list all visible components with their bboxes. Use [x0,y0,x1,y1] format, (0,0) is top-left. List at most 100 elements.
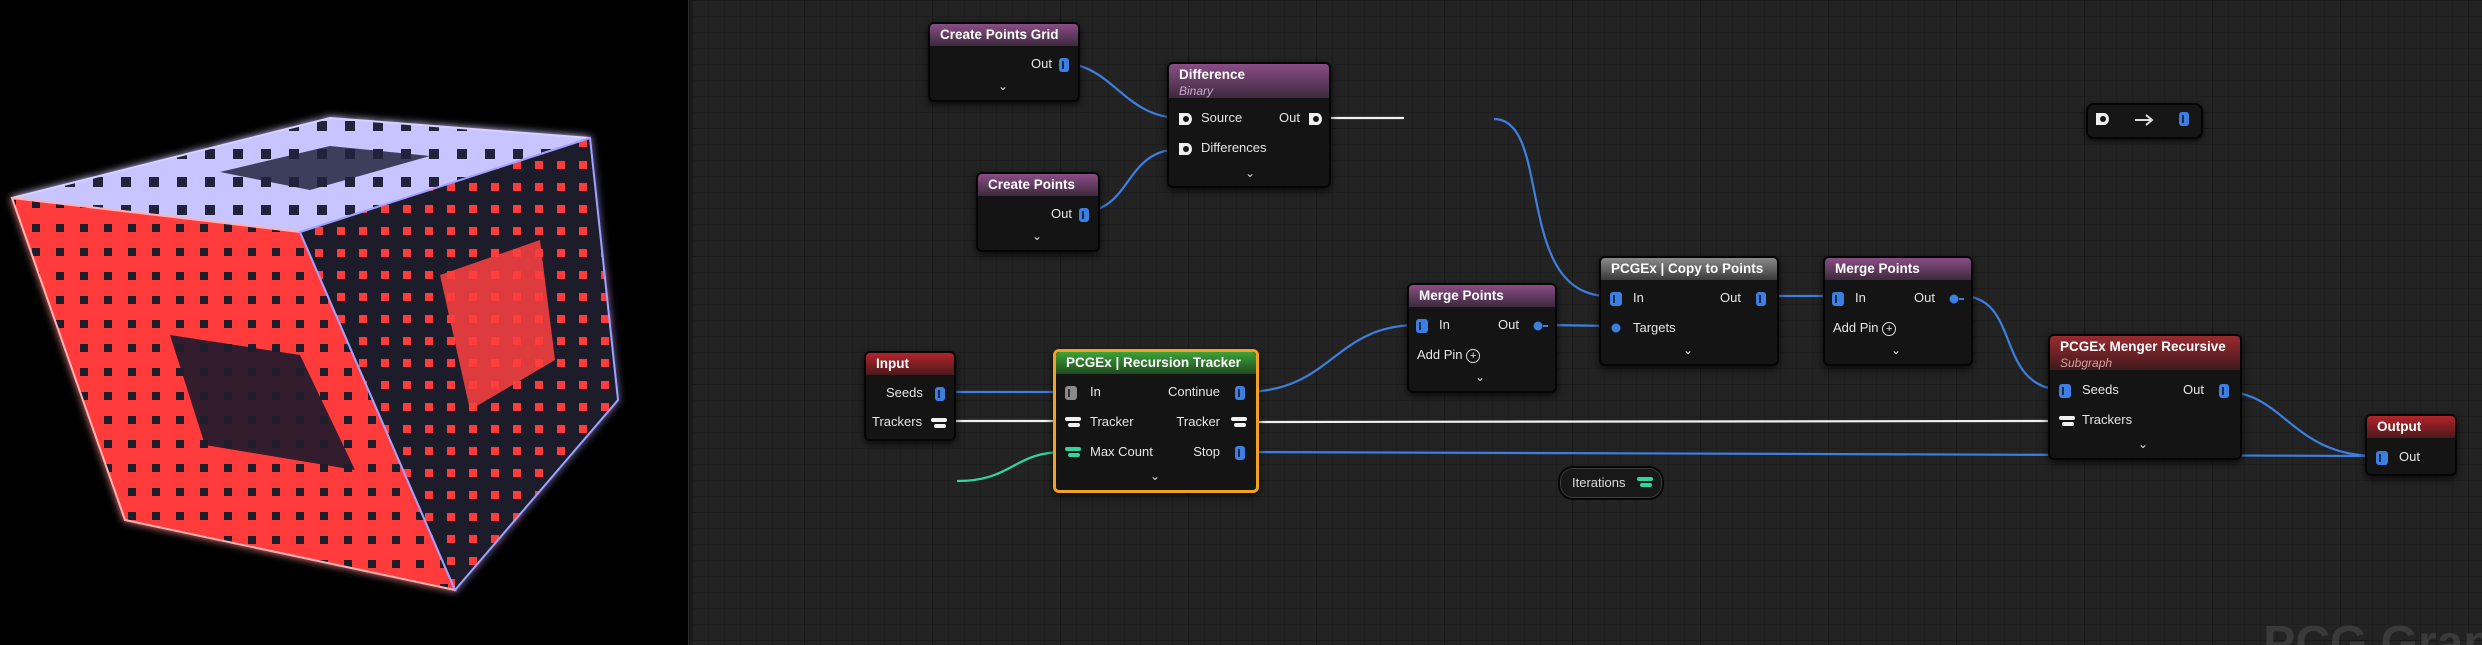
source-pin-icon[interactable] [1177,111,1193,127]
node-title: Difference [1179,67,1246,82]
pin-label: In [1633,290,1644,305]
wire-iterations-to-maxcount [956,450,1065,483]
plus-circle-icon: + [1882,321,1897,336]
point-pin-icon[interactable] [1078,207,1090,223]
plus-circle-icon: + [1466,348,1481,363]
node-merge-points-2[interactable]: Merge Points In Out Add Pin + ⌄ [1823,256,1973,366]
node-output[interactable]: Output Out [2365,414,2457,476]
pin-label: Trackers [872,414,923,429]
wire-continue-to-merge [1242,323,1419,394]
point-pin-icon[interactable] [2058,383,2072,399]
chevron-down-icon[interactable]: ⌄ [1475,370,1486,384]
node-copy-to-points[interactable]: PCGEx | Copy to Points In Out Targets ⌄ [1599,256,1779,366]
pin-label: Seeds [886,385,923,400]
node-create-points-grid[interactable]: Create Points Grid Out ⌄ [928,22,1080,102]
node-title: Create Points Grid [930,24,1078,46]
param-pin-icon[interactable] [930,417,948,429]
point-pin-icon[interactable] [1831,291,1845,307]
input-pin-icon[interactable] [2094,111,2110,127]
point-pin-icon[interactable] [1058,57,1070,73]
chevron-down-icon[interactable]: ⌄ [1032,229,1043,243]
3d-viewport[interactable] [0,0,688,645]
point-pin-icon[interactable] [2218,383,2230,399]
node-title: PCGEx | Copy to Points [1601,258,1777,280]
point-pin-icon[interactable] [1609,291,1623,307]
pin-label: In [1439,317,1450,332]
wire-merge2-to-menger [1960,294,2066,392]
param-pin-icon[interactable] [1064,416,1082,428]
int-pin-icon[interactable] [1064,446,1082,458]
wire-reroute-to-copy [1493,117,1609,298]
pin-label: Seeds [2082,382,2119,397]
node-title: Create Points [978,174,1098,196]
pin-label: Out [1031,56,1052,71]
node-iterations[interactable]: Iterations [1558,466,1664,500]
panel-splitter[interactable] [688,0,694,645]
point-pin-icon[interactable] [1755,291,1767,307]
point-pin-icon[interactable] [2178,111,2190,127]
pin-label: Max Count [1090,444,1153,459]
wire-menger-to-output [2225,390,2377,458]
chevron-down-icon[interactable]: ⌄ [1683,343,1694,357]
point-pin-icon[interactable] [1533,321,1549,331]
arrow-right-icon [2135,114,2154,126]
int-pin-icon[interactable] [1636,476,1654,488]
node-title: PCGEx Menger Recursive [2060,339,2226,354]
targets-pin-icon[interactable] [1611,323,1621,333]
out-pin-icon[interactable] [1307,111,1323,127]
chevron-down-icon[interactable]: ⌄ [1891,343,1902,357]
pin-label: In [1855,290,1866,305]
point-pin-icon[interactable] [1949,294,1965,304]
node-title: Output [2367,416,2455,438]
pin-label: Stop [1193,444,1220,459]
pin-label: Out [1498,317,1519,332]
pin-label: Trackers [2082,412,2133,427]
node-title: Merge Points [1409,285,1555,307]
chevron-down-icon[interactable]: ⌄ [2138,437,2149,451]
chevron-down-icon[interactable]: ⌄ [1245,166,1256,180]
point-pin-icon[interactable] [2375,450,2389,466]
pin-label: Targets [1633,320,1676,335]
in-pin-icon[interactable] [1064,385,1078,401]
node-title: PCGEx | Recursion Tracker [1056,352,1256,374]
param-pin-icon[interactable] [2058,415,2076,427]
point-pin-icon[interactable] [1234,385,1246,401]
node-merge-points-1[interactable]: Merge Points In Out Add Pin + ⌄ [1407,283,1557,393]
pin-label: Out [1914,290,1935,305]
node-subtitle: Binary [1179,84,1214,98]
node-create-points[interactable]: Create Points Out ⌄ [976,172,1100,252]
pin-label: Out [1051,206,1072,221]
add-pin-button[interactable]: Add Pin + [1417,345,1481,365]
menger-sponge-render [10,116,620,592]
pin-label: Out [1720,290,1741,305]
pin-label: Tracker [1090,414,1134,429]
differences-pin-icon[interactable] [1177,141,1193,157]
node-title: Merge Points [1825,258,1971,280]
graph-watermark: PCG Graph [2263,617,2482,645]
node-title: Input [866,353,954,375]
point-pin-icon[interactable] [934,386,946,402]
chevron-down-icon[interactable]: ⌄ [998,79,1009,93]
node-input[interactable]: Input Seeds Trackers [864,351,956,441]
point-pin-icon[interactable] [1234,445,1246,461]
pin-label: Out [1279,110,1300,125]
node-title: Iterations [1572,475,1626,490]
chevron-down-icon[interactable]: ⌄ [1150,469,1161,483]
point-pin-icon[interactable] [1415,318,1429,334]
node-reroute[interactable] [2086,103,2203,139]
pin-label: Tracker [1176,414,1220,429]
pin-label: Continue [1167,384,1220,399]
node-recursion-tracker[interactable]: PCGEx | Recursion Tracker In Continue Tr… [1053,349,1259,493]
param-pin-icon[interactable] [1230,416,1248,428]
pin-label: Out [2399,449,2420,464]
add-pin-button[interactable]: Add Pin + [1833,318,1897,338]
pin-label: Differences [1201,140,1267,155]
pin-label: Source [1201,110,1243,125]
node-subtitle: Subgraph [2060,356,2113,370]
pin-label: Out [2183,382,2204,397]
pin-label: In [1090,384,1101,399]
wire-tracker-to-menger [1245,419,2061,424]
